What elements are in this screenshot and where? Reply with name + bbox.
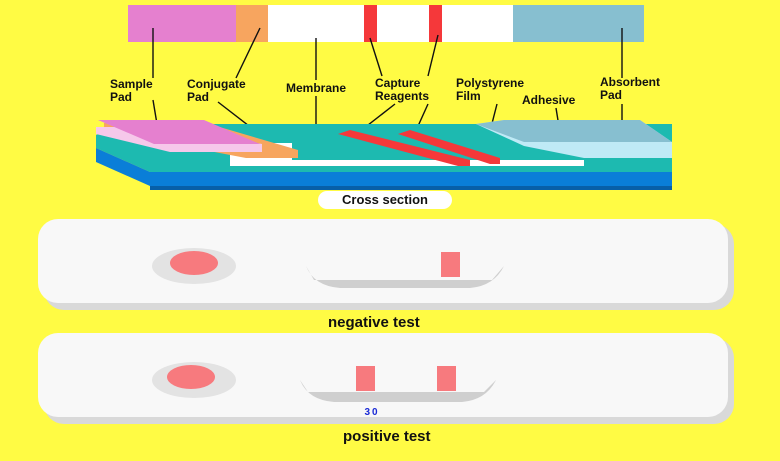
label-conjugate-pad: Conjugate Pad [187, 77, 246, 104]
top-strip [128, 5, 644, 42]
absorbent-pad-strip [513, 5, 644, 42]
negative-sample-dot [170, 251, 218, 275]
cross-section-caption: Cross section [318, 191, 452, 209]
cross-section [96, 120, 672, 190]
label-absorbent-pad: Absorbent Pad [600, 75, 660, 102]
label-capture-reagents: Capture Reagents [375, 76, 430, 103]
positive-cassette [38, 333, 734, 424]
capture-line-2-strip [429, 5, 442, 42]
negative-cassette [38, 219, 734, 310]
label-membrane: Membrane [286, 81, 347, 95]
negative-control-line [441, 252, 460, 277]
positive-control-line [437, 366, 456, 391]
page-number: 30 [364, 407, 380, 418]
positive-cassette-body [38, 333, 728, 417]
label-polystyrene-film: Polystyrene Film [456, 76, 525, 103]
absorbent-pad-layer [476, 120, 672, 142]
negative-result-window [306, 266, 504, 288]
positive-sample-dot [167, 365, 215, 389]
conjugate-pad-strip [236, 5, 268, 42]
sample-pad-strip [128, 5, 236, 42]
membrane-strip [268, 5, 513, 42]
capture-line-1-strip [364, 5, 377, 42]
positive-result-window [300, 380, 496, 402]
sample-pad-layer [98, 120, 260, 144]
positive-test-caption: positive test [343, 428, 431, 445]
positive-test-line [356, 366, 375, 391]
negative-cassette-body [38, 219, 728, 303]
negative-test-caption: negative test [328, 314, 420, 331]
capture-line-1-layer [338, 130, 470, 166]
capture-line-2-layer [398, 130, 500, 164]
film-layer [96, 148, 672, 186]
label-adhesive: Adhesive [522, 93, 576, 107]
label-sample-pad: Sample Pad [110, 77, 153, 104]
